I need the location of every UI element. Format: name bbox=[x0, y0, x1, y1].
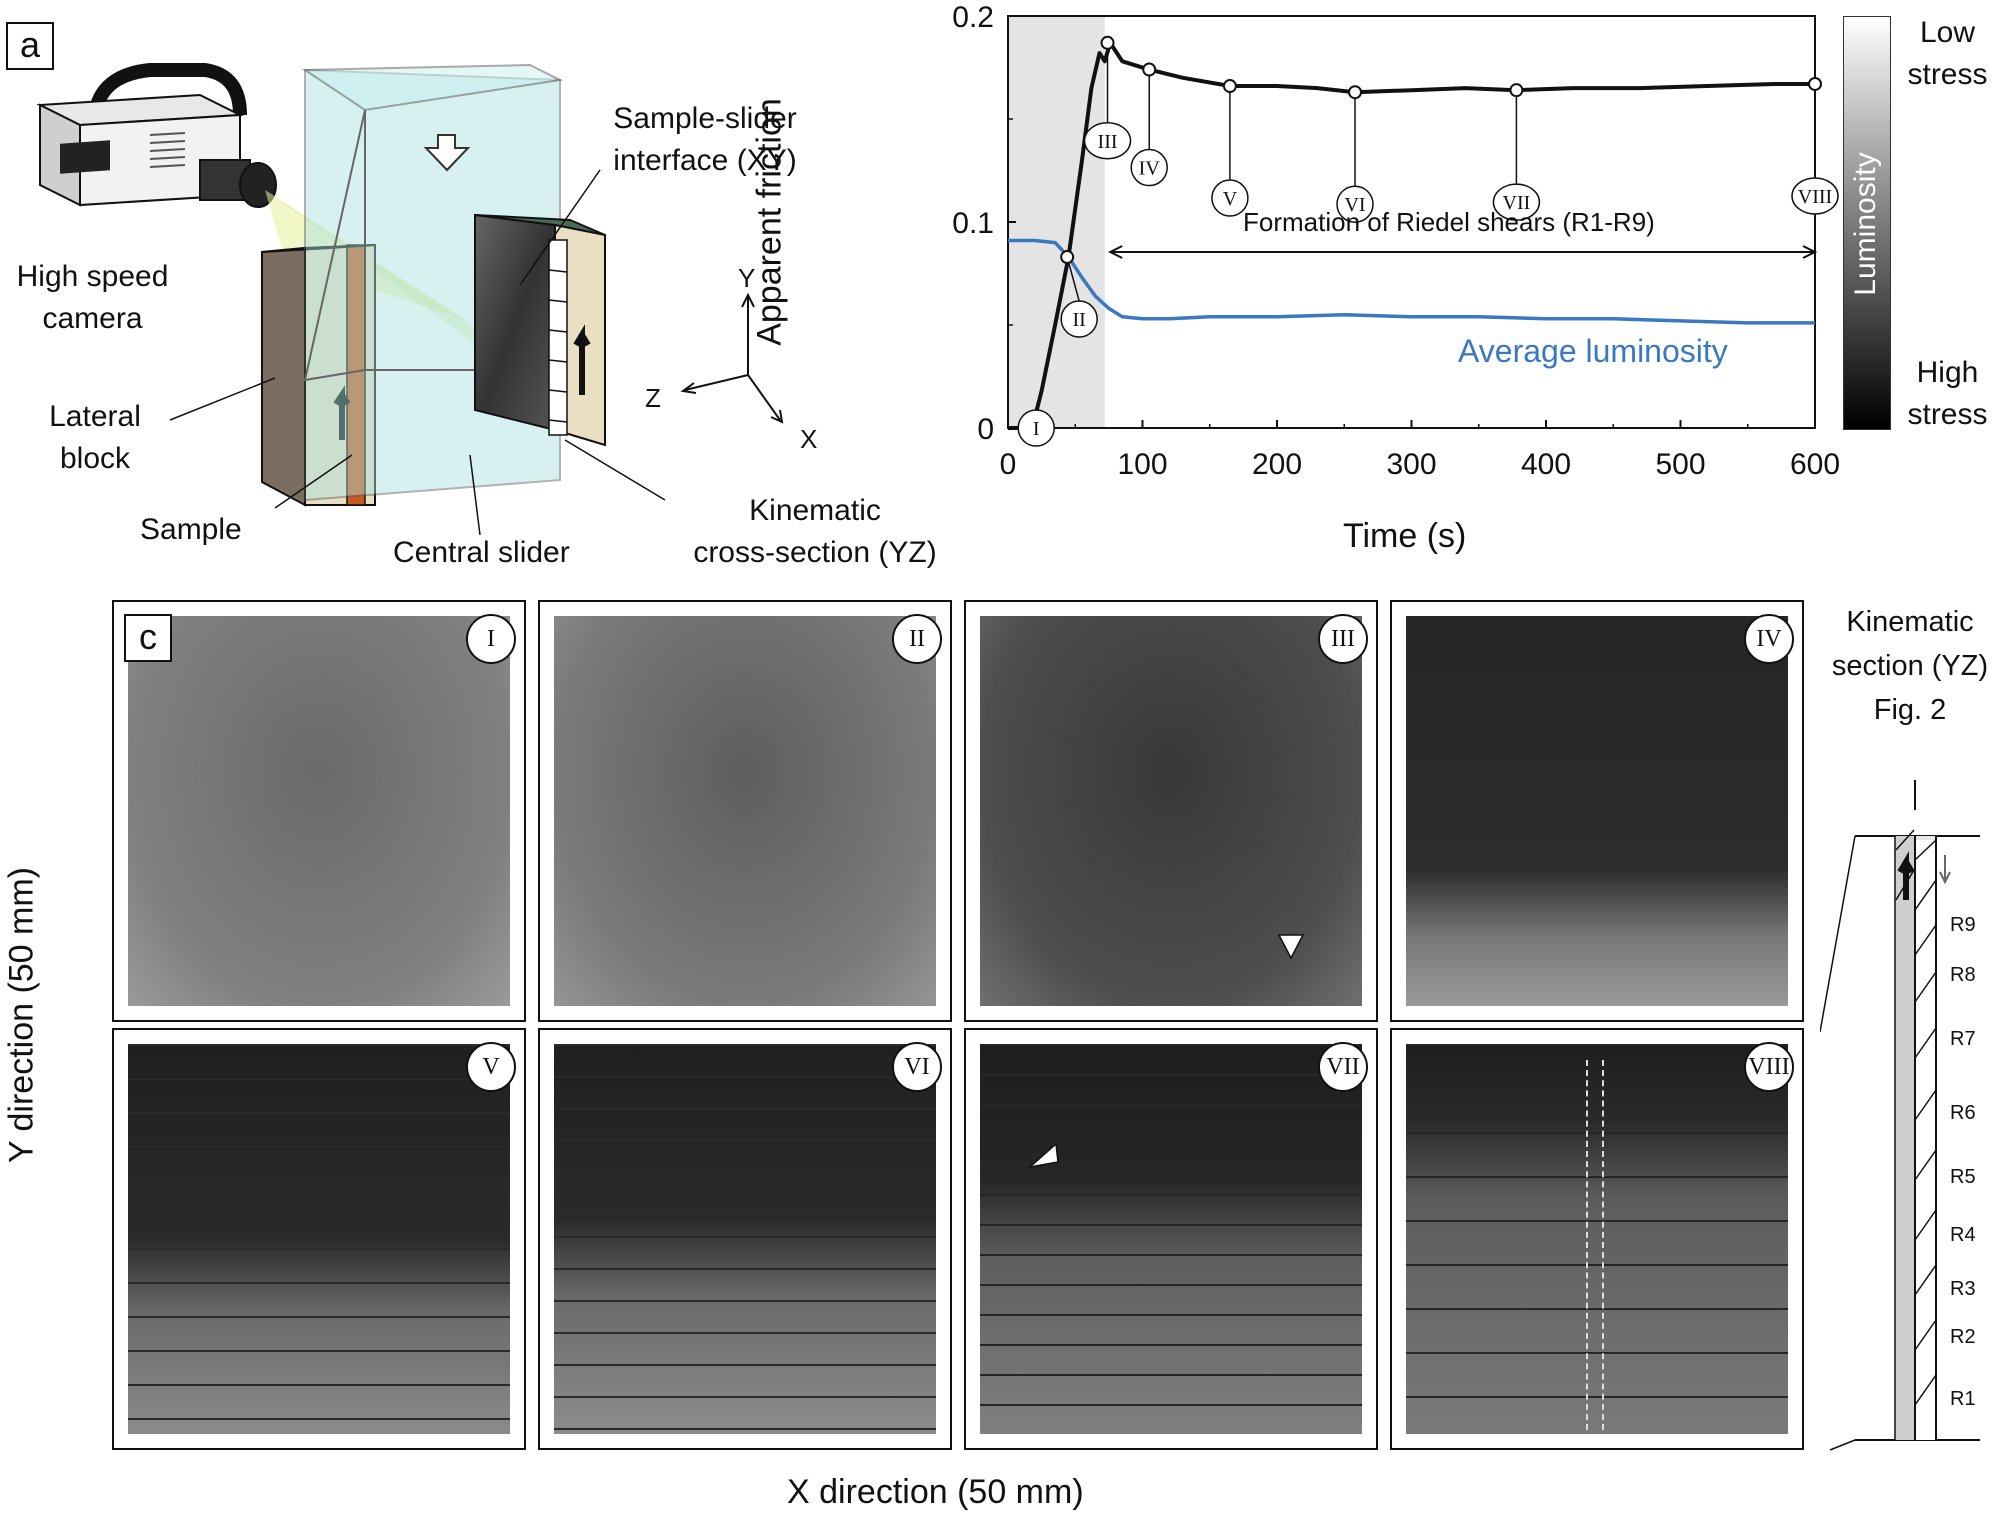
axes-triad bbox=[680, 292, 784, 424]
marker-label: I bbox=[1033, 418, 1040, 440]
y-tick-label: 0 bbox=[977, 413, 994, 446]
camera-icon bbox=[36, 63, 277, 208]
riedel-r2: R2 bbox=[1950, 1326, 1976, 1348]
frame-3: III bbox=[964, 600, 1378, 1022]
frame-5: V bbox=[112, 1028, 526, 1450]
colorbar-low: Low stress bbox=[1907, 16, 1988, 91]
axis-y-label: Y bbox=[738, 263, 756, 293]
axis-z-label: Z bbox=[645, 383, 661, 413]
frame-3-label: III bbox=[1318, 614, 1368, 664]
marker-label: III bbox=[1098, 131, 1118, 153]
riedel-annotation: Formation of Riedel shears (R1-R9) bbox=[1243, 207, 1655, 237]
riedel-r3: R3 bbox=[1950, 1278, 1976, 1300]
marker-label: VI bbox=[1344, 194, 1365, 216]
riedel-r5: R5 bbox=[1950, 1166, 1976, 1188]
arrowhead-marker-outline bbox=[1027, 1142, 1059, 1169]
arrowhead-marker bbox=[1277, 934, 1305, 960]
marker-label: VIII bbox=[1798, 186, 1832, 208]
frame-2: II bbox=[538, 600, 952, 1022]
frame-8: VIII bbox=[1390, 1028, 1804, 1450]
dashed-section-lines bbox=[1586, 1060, 1604, 1430]
x-tick-label: 300 bbox=[1386, 448, 1436, 481]
marker-badge bbox=[1211, 179, 1249, 217]
frame-1-label: I bbox=[466, 614, 516, 664]
marker-label: VII bbox=[1503, 192, 1531, 214]
x-direction-label: X direction (50 mm) bbox=[787, 1473, 1084, 1511]
panel-a-label: a bbox=[6, 22, 54, 70]
marker-badge bbox=[1130, 148, 1168, 187]
riedel-r1: R1 bbox=[1950, 1388, 1976, 1410]
sample-label: Sample bbox=[140, 513, 242, 546]
y-direction-label: Y direction (50 mm) bbox=[2, 866, 41, 1164]
marker-badge bbox=[1017, 409, 1055, 447]
chart-xlabel: Time (s) bbox=[1343, 517, 1467, 555]
x-tick-label: 100 bbox=[1117, 448, 1167, 481]
marker-dot bbox=[1222, 79, 1237, 94]
frame-5-label: V bbox=[466, 1042, 516, 1092]
marker-badge bbox=[1791, 177, 1839, 215]
kinematic-label: Kinematic cross-section (YZ) bbox=[693, 494, 937, 569]
kinematic-section bbox=[1820, 780, 1980, 1451]
colorbar-label: Luminosity bbox=[1849, 152, 1882, 296]
riedel-r7: R7 bbox=[1950, 1028, 1976, 1050]
luminosity-legend: Average luminosity bbox=[1458, 333, 1728, 369]
y-tick-label: 0.1 bbox=[952, 207, 994, 240]
marker-badge bbox=[1083, 122, 1132, 160]
lateral-block-right bbox=[474, 213, 606, 447]
x-tick-label: 0 bbox=[1000, 448, 1017, 481]
frame-8-label: VIII bbox=[1744, 1042, 1794, 1092]
riedel-arrow-right bbox=[1802, 245, 1818, 259]
lateral-block-label: Lateral block bbox=[49, 400, 141, 475]
marker-leader bbox=[1066, 256, 1080, 302]
frame-4: IV bbox=[1390, 600, 1804, 1022]
frame-7: VII bbox=[964, 1028, 1378, 1450]
up-arrow-icon bbox=[1897, 851, 1915, 900]
apparatus-diagram bbox=[36, 63, 784, 536]
x-tick-label: 600 bbox=[1790, 448, 1840, 481]
marker-label: V bbox=[1223, 188, 1238, 210]
frame-grid: I II III IV V VI VII VIII bbox=[112, 600, 1832, 1450]
marker-dot bbox=[1060, 250, 1075, 265]
x-tick-label: 200 bbox=[1252, 448, 1302, 481]
y-tick-label: 0.2 bbox=[952, 1, 994, 34]
marker-dot bbox=[1808, 76, 1822, 91]
luminosity-colorbar bbox=[1843, 16, 1891, 430]
riedel-r8: R8 bbox=[1950, 964, 1976, 986]
shaded-interval bbox=[1008, 16, 1105, 428]
riedel-labels: R9 R8 R7 R6 R5 R4 R3 R2 R1 bbox=[1950, 900, 2000, 1420]
camera-label: High speed camera bbox=[16, 260, 169, 335]
down-arrow-icon bbox=[1939, 855, 1951, 885]
colorbar-high: High stress bbox=[1907, 356, 1988, 431]
kinematic-section-title: Kinematic section (YZ) Fig. 2 bbox=[1831, 606, 1989, 726]
marker-label: IV bbox=[1139, 158, 1161, 180]
marker-dot bbox=[1509, 83, 1524, 98]
marker-label: II bbox=[1073, 309, 1086, 331]
frame-2-label: II bbox=[892, 614, 942, 664]
frame-4-label: IV bbox=[1744, 614, 1794, 664]
central-slider-label: Central slider bbox=[393, 536, 570, 569]
marker-dot bbox=[1348, 85, 1363, 100]
marker-dot bbox=[1142, 62, 1157, 77]
marker-badge bbox=[1060, 300, 1098, 338]
x-tick-label: 500 bbox=[1655, 448, 1705, 481]
riedel-arrow-left bbox=[1107, 245, 1123, 259]
riedel-r9: R9 bbox=[1950, 914, 1976, 936]
riedel-r6: R6 bbox=[1950, 1102, 1976, 1124]
chart-ylabel: Apparent friction bbox=[750, 98, 789, 346]
riedel-r4: R4 bbox=[1950, 1224, 1976, 1246]
axis-x-label: X bbox=[800, 424, 818, 454]
marker-dot bbox=[1100, 35, 1115, 50]
frame-6: VI bbox=[538, 1028, 952, 1450]
interface-label: Sample-slider interface (XY) bbox=[613, 102, 797, 177]
frame-7-label: VII bbox=[1318, 1042, 1368, 1092]
x-tick-label: 400 bbox=[1521, 448, 1571, 481]
panel-c-label: c bbox=[124, 614, 172, 662]
frame-1: I bbox=[112, 600, 526, 1022]
frame-6-label: VI bbox=[892, 1042, 942, 1092]
marker-badge bbox=[1492, 183, 1541, 221]
marker-badge bbox=[1336, 185, 1374, 223]
